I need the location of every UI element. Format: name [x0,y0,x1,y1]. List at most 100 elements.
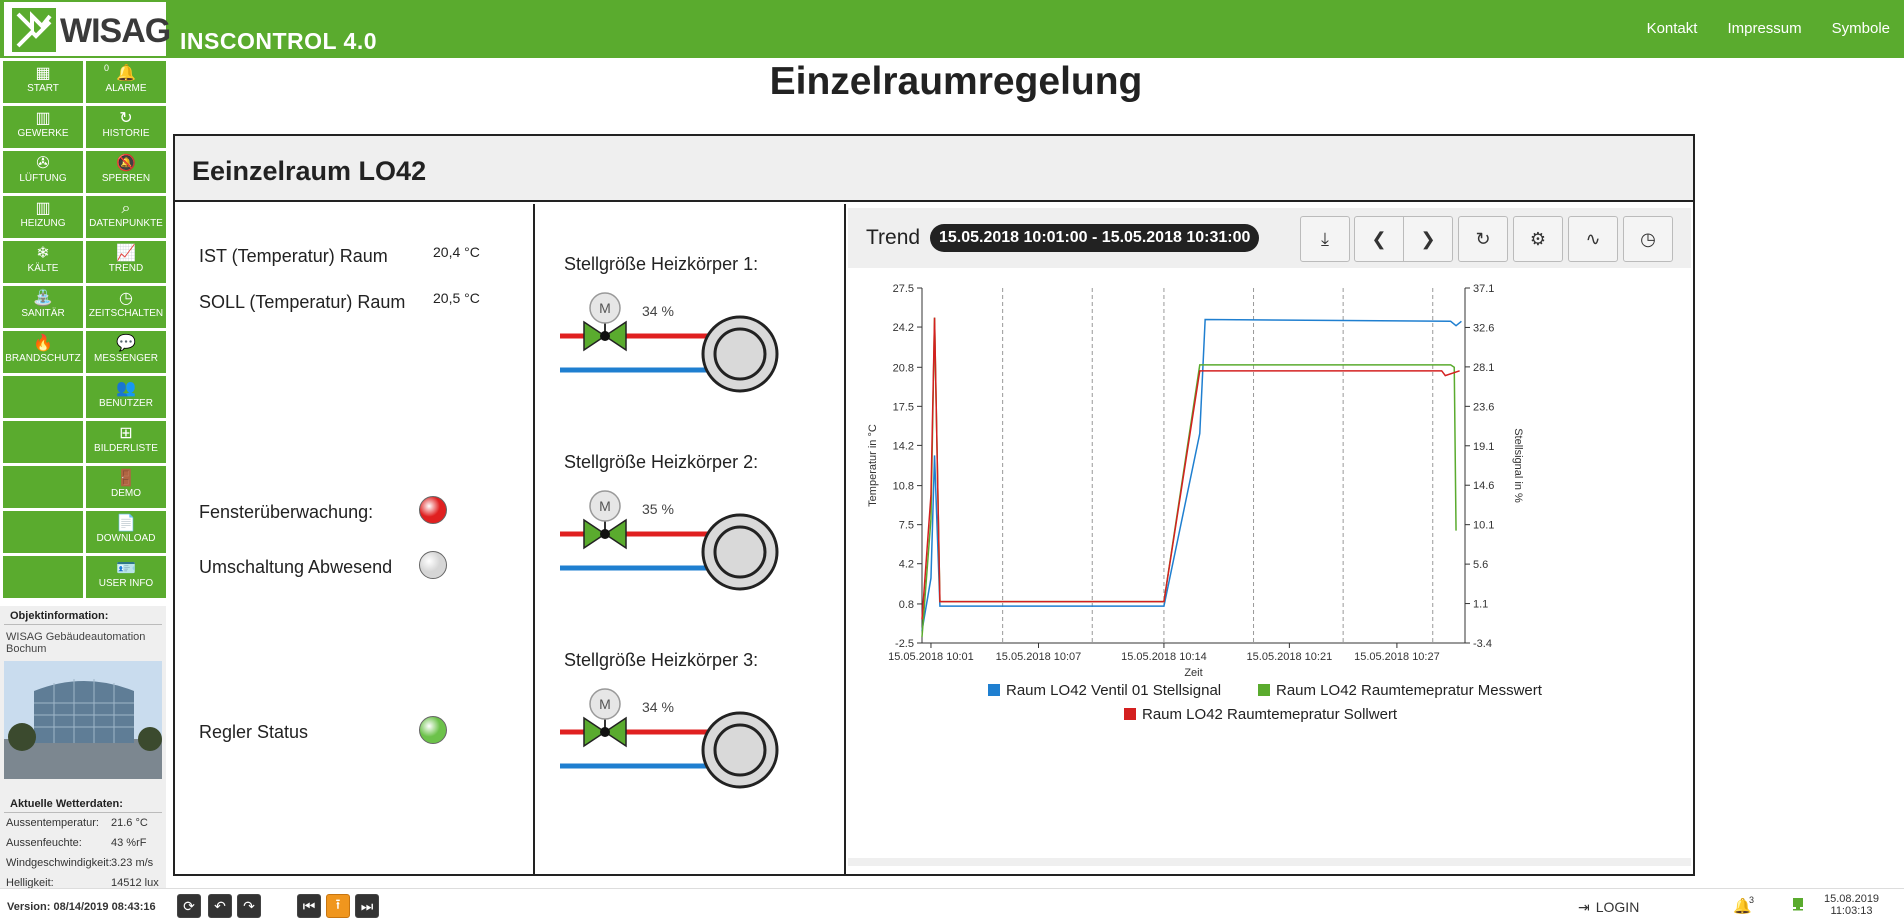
legend-label-3: Raum LO42 Raumtemepratur Sollwert [1142,706,1398,723]
y-left-tick-label: 17.5 [893,401,914,413]
trend-chart: 27.524.220.817.514.210.87.54.20.8-2.537.… [867,283,1543,723]
ist-value: 20,4 °C [433,244,480,260]
svg-text:M: M [599,696,611,712]
sidebar-item-user-info[interactable]: 🪪USER INFO [86,556,166,598]
radiator-3-title: Stellgröße Heizkörper 3: [564,650,759,670]
sync-icon: ⟳ [183,897,195,914]
network-status-icon[interactable] [1791,897,1805,911]
alarm-bell-icon[interactable]: 🔔 [1733,898,1752,915]
regler-status-led [419,716,447,744]
regler-label: Regler Status [199,722,309,742]
sidebar-item-demo[interactable]: 🚪DEMO [86,466,166,508]
forward-button[interactable]: ↷ [237,894,261,918]
abwesend-status-led [419,551,447,579]
upload-icon: ⭱ [335,896,341,912]
download-doc-icon: 📄 [116,515,136,532]
sidebar-item-alarme[interactable]: 0🔔ALARME [86,61,166,103]
skip-first-icon: ⏮ [302,897,316,914]
weather-title: Aktuelle Wetterdaten: [4,794,162,813]
first-page-button[interactable]: ⏮ [297,894,321,918]
sitemap-icon: ⊞ [119,425,133,442]
door-icon: 🚪 [116,470,136,487]
trend-next-button[interactable]: ❯ [1403,216,1453,262]
sidebar-item-sperren[interactable]: 🔕SPERREN [86,151,166,193]
sidebar-item-historie[interactable]: ↻HISTORIE [86,106,166,148]
valve-radiator-diagram: M [560,688,779,789]
arrow-forward-icon: ↷ [243,897,255,914]
sidebar-item-start[interactable]: ▦START [3,61,83,103]
y-right-tick-label: 14.6 [1473,480,1494,492]
x-tick-label: 15.05.2018 10:27 [1354,651,1440,663]
sidebar-item-heizung[interactable]: ▥HEIZUNG [3,196,83,238]
sidebar-item-trend[interactable]: 📈TREND [86,241,166,283]
building-photo [4,661,162,779]
trend-refresh-button[interactable]: ↻ [1458,216,1508,262]
login-link[interactable]: ⇥LOGIN [1578,899,1640,915]
wisag-logo[interactable]: WISAG [4,2,171,56]
x-tick-label: 15.05.2018 10:21 [1247,651,1333,663]
nav-kontakt[interactable]: Kontakt [1646,20,1698,37]
radiator-icon: ▥ [35,200,51,217]
object-info-title: Objektinformation: [4,606,162,625]
sidebar-item-brandschutz[interactable]: 🔥BRANDSCHUTZ [3,331,83,373]
abwesend-label: Umschaltung Abwesend [199,557,393,577]
room-panel: Eeinzelraum LO42 IST (Temperatur) Raum 2… [173,134,1695,876]
alarm-count: 0 [104,63,110,73]
legend-label-1: Raum LO42 Ventil 01 Stellsignal [1006,682,1221,699]
object-info-panel: Objektinformation: WISAG Gebäudeautomati… [0,606,166,786]
radiator-2-schematic: M 35 % [560,490,820,610]
svg-text:M: M [599,498,611,514]
back-button[interactable]: ↶ [208,894,232,918]
trend-time-button[interactable]: ◷ [1623,216,1673,262]
radiator-1-percent: 34 % [642,303,674,319]
y-right-tick-label: 32.6 [1473,322,1494,334]
valve-radiator-diagram: M [560,490,779,591]
y-left-tick-label: 4.2 [899,559,914,571]
sidebar-nav-grid: ▦START 0🔔ALARME ▥GEWERKE ↻HISTORIE ✇LÜFT… [0,61,168,598]
y-left-tick-label: -2.5 [895,638,914,650]
datetime-display: 15.08.2019 11:03:13 [1824,893,1879,917]
sidebar-item-gewerke[interactable]: ▥GEWERKE [3,106,83,148]
sidebar-item-sanitaer[interactable]: ⛲SANITÄR [3,286,83,328]
user-card-icon: 🪪 [116,560,136,577]
sidebar-item-datenpunkte[interactable]: ⌕DATENPUNKTE [86,196,166,238]
sidebar-item-bilderliste[interactable]: ⊞BILDERLISTE [86,421,166,463]
sidebar-item-zeitschalten[interactable]: ◷ZEITSCHALTEN [86,286,166,328]
y-right-tick-label: 5.6 [1473,559,1488,571]
top-bar: WISAG INSCONTROL 4.0 Kontakt Impressum S… [0,0,1904,58]
sidebar-empty-slot [3,421,83,463]
fenster-status-led [419,496,447,524]
soll-value: 20,5 °C [433,290,480,306]
trend-settings-button[interactable]: ⚙ [1513,216,1563,262]
nav-impressum[interactable]: Impressum [1727,20,1802,37]
faucet-icon: ⛲ [33,290,53,307]
sidebar-item-messenger[interactable]: 💬MESSENGER [86,331,166,373]
chevron-right-icon: ❯ [1420,228,1436,249]
y-right-tick-label: 37.1 [1473,283,1494,295]
nav-symbole[interactable]: Symbole [1831,20,1890,37]
y-left-tick-label: 10.8 [893,481,914,493]
app-title: INSCONTROL 4.0 [180,28,377,54]
trend-download-button[interactable]: ⤓ [1300,216,1350,262]
series-line-3 [921,317,1460,620]
sidebar-item-benutzer[interactable]: 👥BENUTZER [86,376,166,418]
weather-panel: Aktuelle Wetterdaten: Aussentemperatur:2… [0,786,166,892]
radiator-3-schematic: M 34 % [560,688,820,808]
refresh-icon: ↻ [1475,228,1491,249]
y-left-tick-label: 7.5 [899,520,914,532]
fan-icon: ✇ [36,155,50,172]
trend-chart-icon: 📈 [116,245,136,262]
last-page-button[interactable]: ⏭ [355,894,379,918]
y-left-tick-label: 20.8 [893,362,914,374]
reload-button[interactable]: ⟳ [177,894,201,918]
sidebar-item-kaelte[interactable]: ❄KÄLTE [3,241,83,283]
sidebar-item-lueftung[interactable]: ✇LÜFTUNG [3,151,83,193]
up-level-button[interactable]: ⭱ [326,894,350,918]
x-tick-label: 15.05.2018 10:07 [996,651,1082,663]
trend-prev-button[interactable]: ❮ [1354,216,1404,262]
trend-chart-type-button[interactable]: ∿ [1568,216,1618,262]
radiator-2-percent: 35 % [642,501,674,517]
snowflake-icon: ❄ [36,245,50,262]
sidebar-item-download[interactable]: 📄DOWNLOAD [86,511,166,553]
